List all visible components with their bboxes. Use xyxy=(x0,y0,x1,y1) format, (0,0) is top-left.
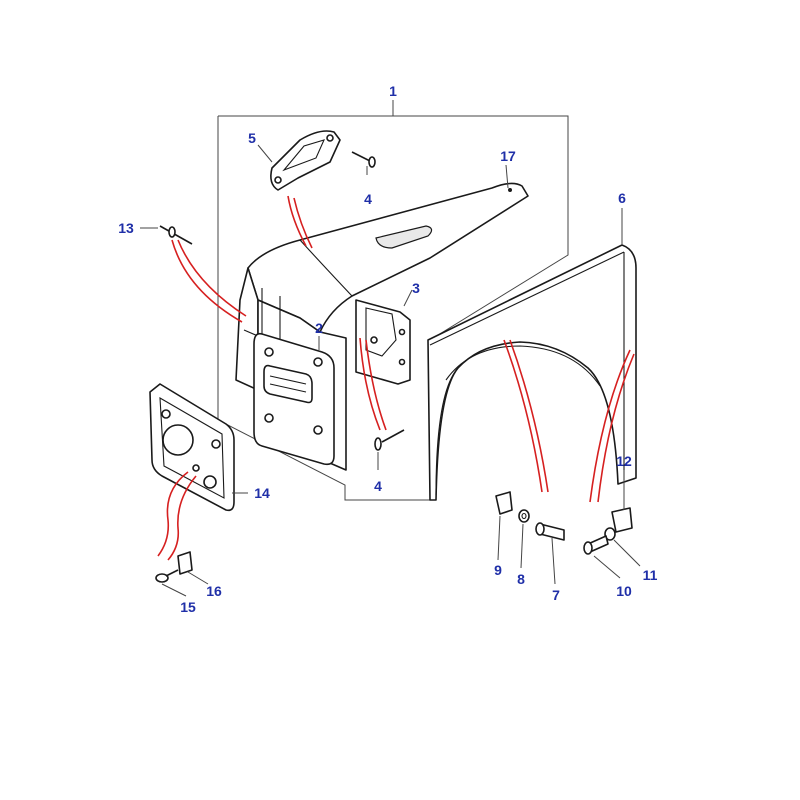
callout-5: 5 xyxy=(248,130,256,146)
bolt-10 xyxy=(583,535,609,555)
callout-3: 3 xyxy=(412,280,420,296)
link-lines xyxy=(157,195,635,561)
callout-8: 8 xyxy=(517,571,525,587)
callout-13: 13 xyxy=(118,220,134,236)
callout-12: 12 xyxy=(616,453,632,469)
callout-7: 7 xyxy=(552,587,560,603)
callout-4-top: 4 xyxy=(364,191,372,207)
washer-11 xyxy=(604,527,616,541)
clip-nut-9 xyxy=(495,491,513,515)
clip-nut-12 xyxy=(611,507,633,533)
gasket xyxy=(149,383,235,512)
callout-17: 17 xyxy=(500,148,516,164)
callout-16: 16 xyxy=(206,583,222,599)
callout-4-bottom: 4 xyxy=(374,478,382,494)
callout-9: 9 xyxy=(494,562,502,578)
outer-wing-panel xyxy=(427,244,637,501)
callout-labels: 1 5 4 17 13 6 3 2 4 14 12 9 8 7 10 11 16… xyxy=(118,83,657,615)
screw-15 xyxy=(155,569,179,583)
leader-lines xyxy=(140,144,641,597)
clip-nut-16 xyxy=(177,551,193,575)
bolt-7 xyxy=(535,522,565,541)
mounting-plate xyxy=(270,130,341,191)
callout-1: 1 xyxy=(389,83,397,99)
callout-11: 11 xyxy=(643,567,658,583)
callout-6: 6 xyxy=(618,190,626,206)
rivet-bottom xyxy=(374,429,405,451)
fastener-13 xyxy=(159,225,193,245)
washer-8 xyxy=(518,509,530,523)
filler-plate xyxy=(253,332,335,466)
callout-2: 2 xyxy=(315,320,323,336)
callout-15: 15 xyxy=(180,599,196,615)
callout-14: 14 xyxy=(254,485,270,501)
rivet-top xyxy=(351,151,376,168)
upper-capping-panel xyxy=(247,182,529,333)
callout-10: 10 xyxy=(616,583,632,599)
